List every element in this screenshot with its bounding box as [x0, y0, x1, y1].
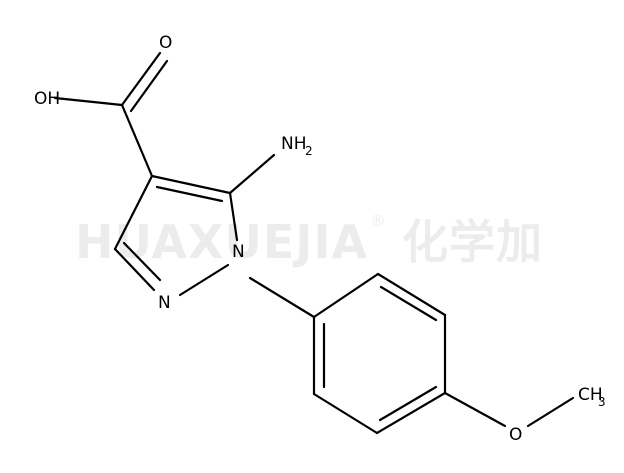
- atom-labels: O OH NH 2 N N O CH 3: [34, 33, 606, 445]
- bond-c-oh: [53, 96, 124, 107]
- bond-c-o-double-b: [129, 59, 169, 113]
- bond-o-ch3: [526, 396, 575, 428]
- bond-ar-o: [443, 391, 507, 428]
- methyl-subscript: 3: [598, 395, 606, 409]
- bond-ar-2-3-inner: [379, 285, 438, 322]
- bond-c-o-double-a: [120, 51, 162, 107]
- bond-ar-4-5: [375, 391, 447, 435]
- carbonyl-oxygen-label: O: [159, 33, 172, 53]
- bonds: [53, 51, 575, 435]
- ring-n1-label: N: [232, 242, 245, 262]
- bond-n2-c3-double-b: [122, 241, 162, 282]
- bond-n1-phenyl: [248, 276, 316, 319]
- bond-n1-n2: [178, 263, 230, 297]
- ring-n2-label: N: [158, 293, 171, 313]
- watermark-registered-mark: ®: [370, 211, 386, 230]
- bond-c4-c5-double-b: [155, 185, 224, 203]
- bond-n2-c3-double-a: [113, 247, 156, 292]
- bond-ar-5-6: [312, 392, 379, 435]
- bond-ar-4-5-inner: [378, 385, 438, 422]
- amino-label: NH: [281, 134, 307, 154]
- methyl-label: CH: [578, 385, 603, 405]
- bond-cooh-c4: [120, 103, 154, 178]
- bond-c4-c5-double-a: [150, 174, 232, 195]
- bond-c5-nh2: [228, 153, 276, 195]
- ether-oxygen-label: O: [509, 425, 522, 445]
- bond-ar-2-3: [376, 272, 447, 317]
- bond-ar-1-2: [312, 272, 380, 319]
- hydroxyl-label: OH: [34, 89, 60, 109]
- bond-c3-c4: [113, 174, 154, 251]
- watermark: HUAXUEJIA ® 化学加: [75, 211, 543, 269]
- amino-subscript: 2: [305, 144, 313, 158]
- bond-c5-n1: [228, 191, 239, 242]
- watermark-chinese-text: 化学加: [402, 215, 543, 269]
